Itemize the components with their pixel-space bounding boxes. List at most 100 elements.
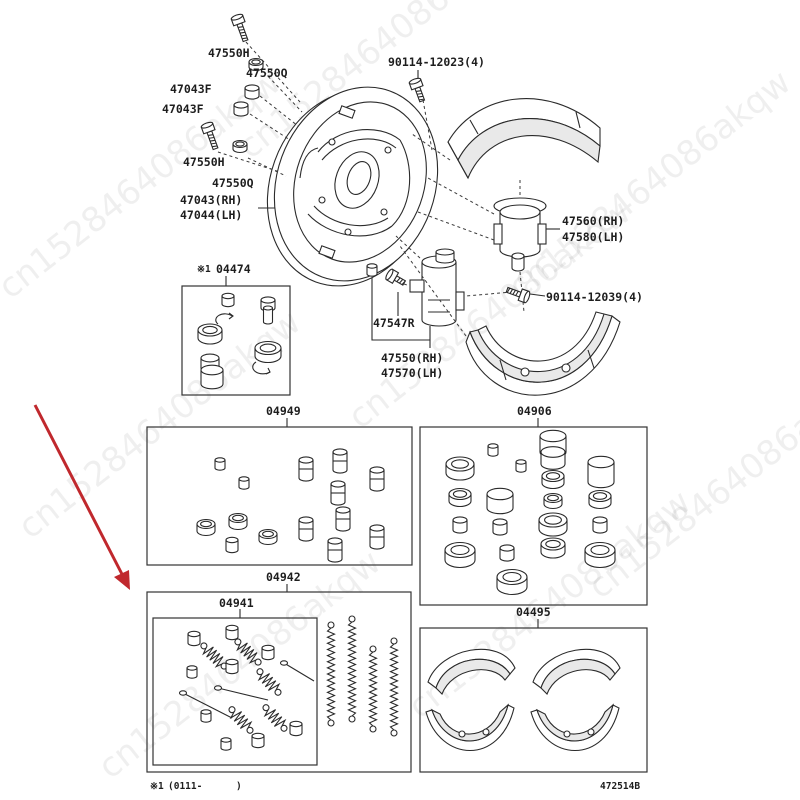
part-top: [366, 263, 378, 269]
return-spring: [389, 637, 399, 737]
bolt-thread: [512, 289, 516, 295]
cup-seal: [543, 492, 563, 510]
part-top: [369, 524, 385, 532]
part-top: [327, 537, 343, 545]
piston-large-base: [540, 446, 566, 470]
seal-inner: [545, 472, 561, 480]
part-top: [214, 457, 226, 463]
pin-shaft: [217, 687, 269, 701]
bolt-head-top: [200, 121, 214, 129]
shoe-web-hole: [482, 728, 490, 736]
bolt-thread: [242, 37, 248, 40]
seal-inner: [590, 544, 610, 556]
callout-rear-cylinder-lh: 47570(LH): [381, 366, 443, 380]
part-top: [369, 466, 385, 474]
bolt-90114-12039: [505, 286, 531, 304]
part-top: [487, 443, 499, 449]
spring-hook: [390, 637, 398, 645]
callout-washer-lower: 47550Q: [212, 176, 254, 190]
callout-cylinder-bolt: 90114-12039(4): [546, 290, 643, 304]
part-top: [225, 658, 239, 666]
bolt-thread: [241, 34, 247, 37]
dust-boot: [332, 448, 348, 474]
part-top: [233, 101, 249, 109]
cylinder-bleeder-port: [409, 279, 425, 293]
hold-down-spring: [234, 638, 262, 666]
hold-down-spring: [200, 642, 228, 670]
cylinder-boot-cap: [435, 248, 455, 256]
dust-boot: [298, 456, 314, 482]
part-top: [244, 84, 260, 92]
spring-hook: [256, 668, 264, 676]
part-top: [452, 516, 468, 524]
seal-inner: [592, 492, 608, 500]
seal-inner: [450, 544, 470, 556]
bolt-thread: [398, 278, 404, 284]
seal-inner: [545, 539, 561, 549]
plate-bolt-hole: [384, 146, 392, 154]
part-top: [330, 480, 346, 488]
kit-04495-title: 04495: [516, 605, 551, 619]
part-top: [200, 364, 224, 376]
washer-47550q-upper: [248, 57, 264, 72]
part-top: [238, 476, 250, 482]
bolt-thread: [419, 98, 425, 101]
shoe-web-edge: [477, 311, 605, 362]
kit-04941-parts: [178, 624, 315, 751]
hold-down-spring: [262, 704, 288, 732]
shoe-rib: [499, 349, 595, 381]
spring-coil: [202, 646, 224, 668]
kit-04906-parts: [444, 429, 616, 596]
part-top: [486, 487, 514, 501]
spring-hook: [234, 638, 242, 646]
kit-titles: ※1 04474 04949 04906 04942 04941 04495: [197, 262, 552, 619]
bolt-thread: [506, 287, 511, 293]
spring-cup: [251, 732, 265, 749]
shoe-set-lower-left: [425, 703, 515, 752]
dust-cap: [515, 459, 527, 473]
shoe-rim: [540, 658, 616, 695]
seal-inner: [235, 141, 245, 147]
bleeder-cap: [221, 292, 235, 308]
callout-front-cylinder-lh: 47580(LH): [562, 230, 624, 244]
hold-down-pin: [213, 685, 269, 701]
plate-rib: [391, 139, 411, 227]
arrow-head: [114, 570, 130, 590]
dust-boot: [327, 537, 343, 563]
bolt-47550h-upper: [230, 13, 249, 43]
spring-cup: [225, 658, 239, 675]
cup-seal: [541, 469, 565, 490]
part-top: [225, 536, 239, 544]
nut-47043f-upper: [244, 84, 260, 100]
part-top: [298, 456, 314, 464]
cup-seal: [196, 518, 216, 537]
part-body: [327, 541, 343, 563]
shoe-web-hole: [563, 730, 571, 738]
boot-ring: [496, 568, 528, 596]
cylinder-cup-seal: [254, 340, 282, 364]
kit-04474-arrows: [215, 312, 271, 375]
pin-shaft: [283, 662, 315, 682]
bolt-head-top: [408, 77, 422, 85]
rotation-arrow-head-icon: [265, 367, 271, 375]
seal-inner: [202, 325, 218, 335]
spring-hook: [200, 642, 208, 650]
bleeder-cap: [366, 263, 378, 277]
assembly-line: [427, 177, 495, 215]
kit-04949-title: 04949: [266, 404, 301, 418]
shoe-web-hole: [458, 730, 466, 738]
part-body: [369, 470, 385, 492]
kit-boxes: [146, 285, 648, 773]
bolt-thread: [207, 134, 214, 136]
kit-box-04906: [419, 426, 648, 606]
hold-down-pin: [178, 690, 233, 719]
callout-backing-plate-rh: 47043(RH): [180, 193, 242, 207]
hold-down-pin: [279, 660, 315, 682]
seal-inner: [544, 515, 562, 525]
small-parts: [178, 13, 616, 751]
plate-bolt-hole: [380, 208, 388, 216]
cylinder-boot-ring: [197, 323, 223, 345]
bolt-thread: [238, 28, 245, 31]
cylinder-boot-right: [537, 223, 547, 245]
